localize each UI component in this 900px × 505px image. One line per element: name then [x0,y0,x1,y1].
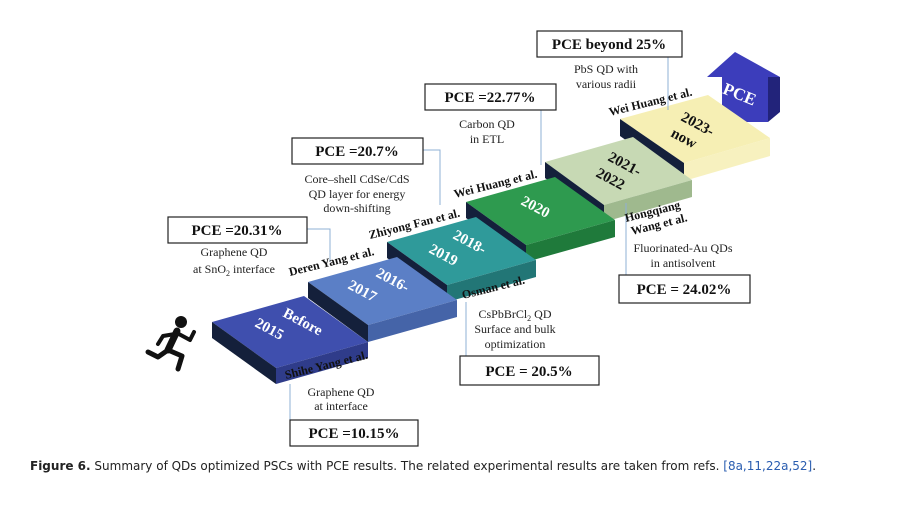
desc-core-shell-3: down-shifting [323,201,390,215]
pce-box-24-02: PCE = 24.02% [618,274,751,304]
desc-pbs-qd-1: PbS QD with [574,62,638,76]
pce-value-20-7: PCE =20.7% [315,144,399,160]
pce-box-10-15: PCE =10.15% [289,419,419,447]
desc-pbs-qd-2: various radii [576,77,637,91]
caption-period: . [812,459,817,473]
pce-value-22-77: PCE =22.77% [444,90,535,106]
pce-value-20-31: PCE =20.31% [191,223,282,239]
step-2016-2017: 2016- 2017 [308,257,457,342]
pce-box-20-5: PCE = 20.5% [459,355,600,386]
pce-value-beyond-25: PCE beyond 25% [552,37,666,53]
desc-cspbbrcl2-1: CsPbBrCl2 QD [478,307,551,323]
desc-graphene-sno2-1: Graphene QD [201,245,268,259]
desc-carbon-qd-2: in ETL [470,132,504,146]
descriptions: Graphene QD at interface Graphene QD Gra… [193,62,733,413]
desc-core-shell-2: QD layer for energy [309,187,406,201]
connector-lines [289,56,669,420]
pce-box-22-77: PCE =22.77% [424,83,557,111]
desc-graphene-interface-1: Graphene QD [308,385,375,399]
desc-fluorinated-au-2: in antisolvent [651,256,717,270]
pce-value-24-02: PCE = 24.02% [637,282,732,298]
pce-value-10-15: PCE =10.15% [308,426,399,442]
pce-boxes: PCE =10.15% PCE =20.31% PCE = 20.5% PCE … [167,30,751,447]
desc-core-shell-1: Core–shell CdSe/CdS [304,172,409,186]
pce-up-arrow-icon: PCE [707,52,780,122]
desc-graphene-interface-2: at interface [314,399,368,413]
figure-caption: Figure 6. Summary of QDs optimized PSCs … [30,459,880,473]
pce-box-20-31: PCE =20.31% [167,216,308,244]
pce-box-20-7: PCE =20.7% [291,137,424,165]
step-2018-2019: 2018- 2019 [387,217,536,302]
pce-box-beyond-25: PCE beyond 25% [536,30,683,58]
pce-value-20-5: PCE = 20.5% [485,364,572,380]
running-person-icon [145,316,196,372]
desc-cspbbrcl2-3: optimization [485,337,546,351]
step-before-2015: Before 2015 [212,296,368,384]
desc-fluorinated-au-1: Fluorinated-Au QDs [634,241,733,255]
desc-cspbbrcl2-2: Surface and bulk [474,322,555,336]
figure-caption-text: Summary of QDs optimized PSCs with PCE r… [94,459,720,473]
reference-link[interactable]: [8a,11,22a,52] [723,459,813,473]
desc-carbon-qd-1: Carbon QD [459,117,515,131]
figure-label: Figure 6. [30,459,91,473]
